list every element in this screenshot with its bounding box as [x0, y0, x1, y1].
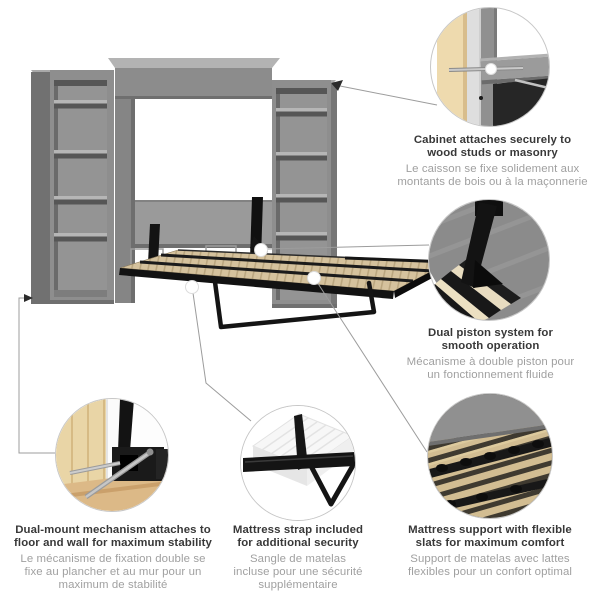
connector-piston [266, 244, 430, 250]
caption-cabinet-attachment-title: Cabinet attaches securely to wood studs … [413, 134, 572, 160]
caption-dual-mount: Dual-mount mechanism attaches to floor a… [6, 524, 220, 592]
caption-piston: Dual piston system for smooth operation … [388, 327, 593, 382]
marker-strap [185, 280, 199, 294]
connector-strap [192, 292, 252, 422]
caption-slats-title: Mattress support with flexible slats for… [408, 524, 572, 550]
caption-slats-subtitle: Support de matelas avec lattes flexibles… [407, 552, 573, 579]
left-piston-bracket [148, 224, 160, 263]
dual-mount-detail-illustration [55, 398, 169, 512]
arrow-to-cabinet-icon [331, 80, 343, 91]
left-bookcase [31, 70, 114, 304]
caption-cabinet-attachment-subtitle: Le caisson se fixe solidement aux montan… [397, 162, 588, 189]
connector-dual-mount [18, 297, 55, 454]
connector-lines [18, 84, 438, 454]
caption-piston-subtitle: Mécanisme à double piston pour un foncti… [406, 355, 575, 382]
caption-strap-subtitle: Sangle de matelas incluse pour une sécur… [233, 552, 363, 592]
cabinet-attachment-detail-illustration [430, 7, 550, 127]
caption-strap: Mattress strap included for additional s… [194, 524, 402, 592]
caption-dual-mount-subtitle: Le mécanisme de fixation double se fixe … [20, 552, 206, 592]
connector-cabinet [334, 84, 438, 106]
caption-piston-title: Dual piston system for smooth operation [428, 327, 553, 353]
marker-slats [307, 271, 321, 285]
bed-frame-rail [243, 452, 355, 507]
caption-dual-mount-title: Dual-mount mechanism attaches to floor a… [14, 524, 212, 550]
mount-mechanism [112, 399, 168, 481]
leg-bar [212, 279, 377, 330]
connector-slats [316, 281, 428, 453]
slats-detail-illustration [427, 393, 553, 519]
arrow-to-base-icon [24, 294, 33, 302]
caption-slats: Mattress support with flexible slats for… [386, 524, 594, 579]
marker-piston [254, 243, 268, 257]
caption-strap-title: Mattress strap included for additional s… [232, 524, 364, 550]
piston-arm [461, 200, 503, 288]
mattress-strap-detail-illustration [240, 405, 356, 521]
caption-cabinet-attachment: Cabinet attaches securely to wood studs … [385, 134, 600, 189]
bed-deck [119, 240, 455, 299]
piston-detail-illustration [428, 199, 550, 321]
